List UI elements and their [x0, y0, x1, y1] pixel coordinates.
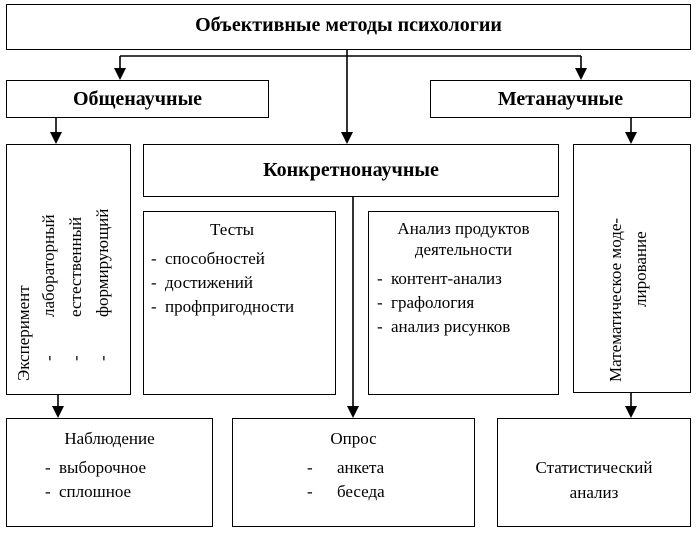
list-item: -выборочное	[45, 458, 147, 477]
survey-list: -анкета -беседа	[307, 456, 385, 504]
experiment-dash-2: -	[66, 355, 85, 361]
arrow-head-general	[114, 68, 126, 80]
products-title: Анализ продуктов деятельности	[397, 219, 530, 259]
title-box: Объективные методы психологии	[6, 4, 691, 50]
tests-box: Тесты -способностей -достижений -профпри…	[143, 211, 336, 395]
statistics-box: Статистический анализ	[497, 418, 691, 527]
statistics-label: Статистический анализ	[535, 458, 653, 502]
arrow-head-concrete	[341, 132, 353, 144]
page-title: Объективные методы психологии	[195, 14, 502, 36]
arrow-head-survey	[347, 406, 359, 418]
list-item: -достижений	[151, 273, 254, 292]
tests-list: -способностей -достижений -профпригоднос…	[151, 247, 294, 319]
experiment-type-formative: формирующий	[93, 208, 112, 317]
products-box: Анализ продуктов деятельности -контент-а…	[368, 211, 559, 395]
list-item: -анализ рисунков	[377, 317, 511, 336]
modeling-line-1: Математическое моде-	[606, 217, 625, 382]
list-item: -беседа	[307, 482, 385, 501]
experiment-box: Эксперимент лабораторный естественный фо…	[6, 144, 131, 395]
meta-box: Метанаучные	[430, 80, 691, 118]
observation-list: -выборочное -сплошное	[45, 456, 146, 504]
general-label: Общенаучные	[72, 88, 203, 110]
list-item: -профпригодности	[151, 297, 295, 316]
arrow-head-modeling	[625, 132, 637, 144]
tests-title: Тесты	[210, 220, 255, 239]
experiment-type-natural: естественный	[66, 216, 85, 317]
experiment-type-laboratory: лабораторный	[39, 214, 58, 317]
modeling-box: Математическое моде- лирование	[573, 144, 691, 393]
survey-title: Опрос	[330, 429, 377, 448]
list-item: -графология	[377, 293, 475, 312]
list-item: -анкета	[307, 458, 385, 477]
experiment-label: Эксперимент	[14, 285, 33, 381]
list-item: -контент-анализ	[377, 269, 502, 288]
experiment-dash-3: -	[93, 355, 112, 361]
survey-box: Опрос -анкета -беседа	[232, 418, 475, 527]
arrow-head-statistics	[625, 406, 637, 418]
concrete-label: Конкретнонаучные	[263, 159, 439, 181]
general-box: Общенаучные	[6, 80, 269, 118]
arrow-head-observation	[52, 406, 64, 418]
arrow-head-experiment	[50, 132, 62, 144]
observation-box: Наблюдение -выборочное -сплошное	[6, 418, 213, 527]
observation-title: Наблюдение	[64, 429, 155, 448]
list-item: -способностей	[151, 249, 265, 268]
meta-label: Метанаучные	[497, 88, 624, 110]
modeling-line-2: лирование	[631, 231, 650, 307]
list-item: -сплошное	[45, 482, 132, 501]
concrete-box: Конкретнонаучные	[143, 144, 559, 197]
arrow-head-meta	[575, 68, 587, 80]
experiment-dash-1: -	[39, 355, 58, 361]
products-list: -контент-анализ -графология -анализ рису…	[377, 267, 510, 339]
